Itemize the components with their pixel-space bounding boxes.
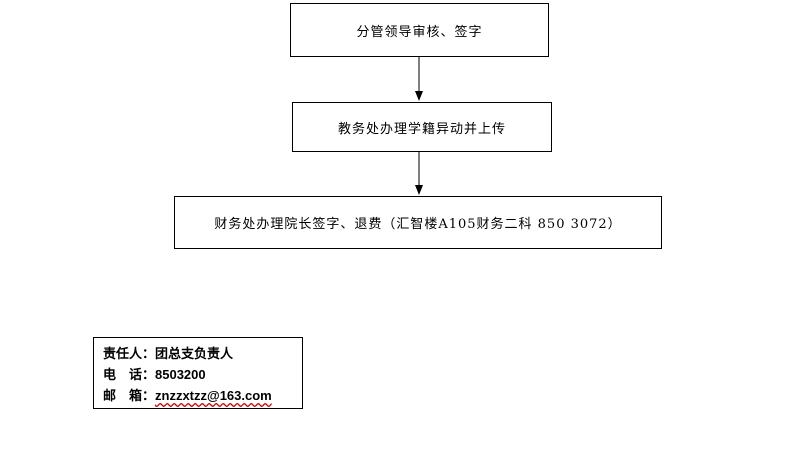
contact-info-box: 责任人：团总支负责人 电 话：8503200 邮 箱：znzzxtzz@163.… <box>93 337 303 409</box>
flow-step-label: 分管领导审核、签字 <box>356 24 483 40</box>
flow-arrow-1 <box>415 57 423 101</box>
flow-arrow-2 <box>415 152 423 195</box>
flow-step-label: 财务处办理院长签字、退费（汇智楼A105财务二科 850 3072） <box>214 217 622 232</box>
phone-label: 电 话： <box>103 367 156 382</box>
contact-phone-row: 电 话：8503200 <box>103 364 302 385</box>
flow-step-label: 教务处办理学籍异动并上传 <box>337 121 506 137</box>
responsible-label: 责任人： <box>103 346 156 361</box>
responsible-value: 团总支负责人 <box>155 346 234 361</box>
contact-email-row: 邮 箱：znzzxtzz@163.com <box>103 385 302 406</box>
contact-responsible-row: 责任人：团总支负责人 <box>103 343 302 364</box>
flow-step-academic-affairs: 教务处办理学籍异动并上传 <box>292 102 552 152</box>
flow-step-review-sign: 分管领导审核、签字 <box>290 3 549 57</box>
flow-step-finance-refund: 财务处办理院长签字、退费（汇智楼A105财务二科 850 3072） <box>174 196 662 249</box>
email-value: znzzxtzz@163.com <box>155 388 272 403</box>
phone-value: 8503200 <box>155 367 206 382</box>
email-label: 邮 箱： <box>103 388 156 403</box>
